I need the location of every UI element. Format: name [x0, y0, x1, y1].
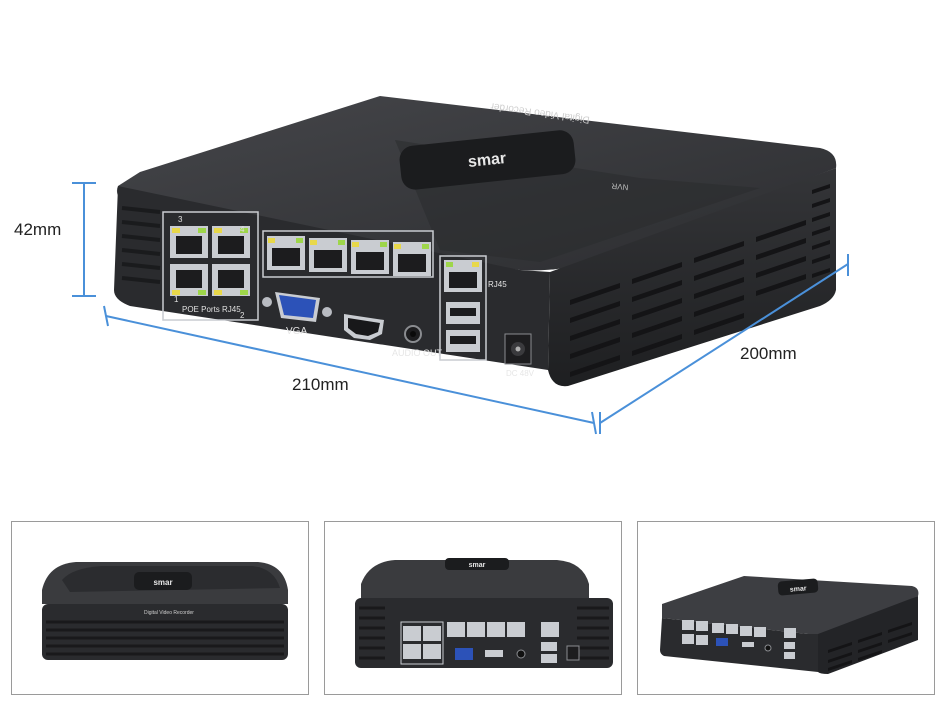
poe-ports: [170, 226, 250, 296]
thumbnail-rear-illustration: smar: [355, 558, 613, 668]
vga-label: VGA: [286, 326, 307, 337]
thumb3-brand: smar: [790, 585, 808, 593]
left-vents: [121, 206, 161, 284]
nvr-device-illustration: smar Digital Video Recorder NVR: [72, 96, 849, 435]
width-dimension-line: [103, 305, 597, 435]
depth-dimension-label: 200mm: [740, 344, 797, 363]
side-label-text: NVR: [611, 181, 629, 191]
poe-ports-label: POE Ports RJ45: [182, 305, 241, 314]
right-edge-vents: [812, 184, 830, 278]
thumb2-brand: smar: [469, 562, 486, 569]
main-product-view: smar Digital Video Recorder NVR: [14, 96, 849, 435]
thumbnail-angled-view[interactable]: smar: [637, 521, 935, 695]
thumb1-brand: smar: [153, 578, 172, 587]
poe-number-2: 2: [240, 311, 245, 320]
brand-logo: smar: [467, 150, 507, 171]
usb-ports: [446, 302, 480, 352]
vga-port: [262, 292, 332, 322]
thumb1-label: Digital Video Recorder: [144, 610, 194, 616]
poe-panel-frame: [162, 211, 259, 321]
rear-io-frame: [439, 255, 487, 361]
width-dimension-label: 210mm: [292, 375, 349, 394]
audio-port: [404, 325, 422, 343]
dc-label: DC 48V: [506, 369, 535, 378]
height-dimension-line: [72, 182, 96, 297]
thumbnail-front-illustration: smar Digital Video Recorder: [42, 562, 288, 660]
poe-number-4: 4: [240, 225, 245, 234]
thumbnail-front-view[interactable]: smar Digital Video Recorder: [11, 521, 309, 695]
poe-number-1: 1: [174, 295, 179, 304]
dc-power-jack: [504, 333, 532, 365]
rj45-label: RJ45: [488, 280, 507, 289]
height-dimension-label: 42mm: [14, 220, 62, 239]
thumbnail-angled-illustration: smar: [660, 576, 919, 674]
right-side-vents: [570, 220, 806, 377]
depth-dimension-line: [599, 254, 849, 434]
audio-out-label: AUDIO OUT: [392, 348, 443, 358]
brand-plate: [399, 130, 576, 190]
lan-ports: [267, 236, 431, 276]
lan-panel-frame: [262, 230, 434, 278]
thumbnail-rear-view[interactable]: smar: [324, 521, 622, 695]
uplink-rj45-port: [444, 260, 482, 292]
device-right-face: [548, 168, 836, 387]
poe-number-3: 3: [178, 215, 183, 224]
hdmi-port: [344, 314, 384, 340]
